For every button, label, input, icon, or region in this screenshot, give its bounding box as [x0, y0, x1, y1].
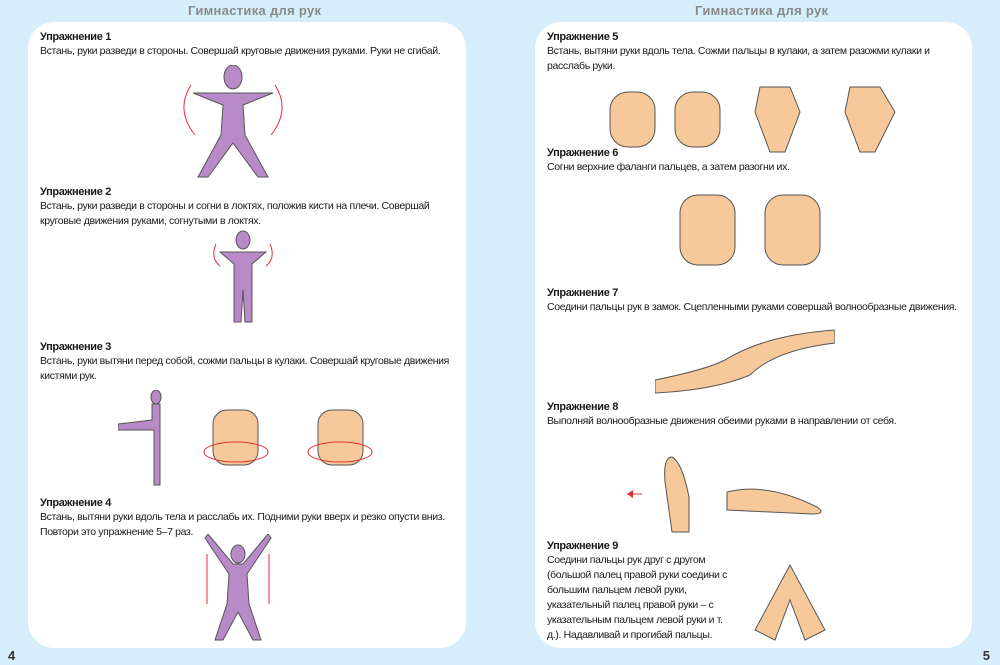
- bent-arm-circles-figure: [213, 230, 273, 323]
- exercise-text: Соедини пальцы рук в замок. Сцепленными …: [547, 301, 957, 313]
- exercise-title: Упражнение 8: [547, 401, 618, 413]
- exercise-title: Упражнение 3: [40, 341, 111, 353]
- left-page-number: 4: [8, 648, 16, 663]
- exercise-text: Встань, руки разведи в стороны. Совершай…: [40, 45, 441, 57]
- interlocked-hands: [655, 329, 835, 394]
- exercise-7: Упражнение 7 Соедини пальцы рук в замок.…: [547, 286, 967, 315]
- exercise-text: Встань, руки разведи в стороны и согни в…: [40, 200, 430, 227]
- right-page-number: 5: [982, 648, 990, 663]
- arms-up-figure: [204, 534, 272, 641]
- exercise-title: Упражнение 1: [40, 31, 111, 43]
- right-page-header: Гимнастика для рук: [695, 3, 829, 18]
- exercise-title: Упражнение 9: [547, 540, 618, 552]
- exercise-text: Согни верхние фаланги пальцев, а затем р…: [547, 161, 790, 173]
- arm-circles-figure: [183, 65, 283, 178]
- left-page-header: Гимнастика для рук: [188, 3, 322, 18]
- exercise-text: Соедини пальцы рук друг с другом (большо…: [547, 554, 728, 641]
- exercise-2: Упражнение 2 Встань, руки разведи в стор…: [40, 185, 460, 229]
- fists-and-open-hands: [609, 86, 896, 153]
- fingertips-pressed-hands: [754, 563, 826, 641]
- exercise-title: Упражнение 6: [547, 147, 618, 159]
- wave-hands: [627, 456, 822, 533]
- right-page-card: Упражнение 5 Встань, вытяни руки вдоль т…: [535, 22, 972, 648]
- exercise-3: Упражнение 3 Встань, руки вытяни перед с…: [40, 340, 460, 384]
- exercise-title: Упражнение 5: [547, 31, 618, 43]
- exercise-4: Упражнение 4 Встань, вытяни руки вдоль т…: [40, 496, 460, 540]
- exercise-text: Встань, вытяни руки вдоль тела. Сожми па…: [547, 45, 930, 72]
- exercise-6: Упражнение 6 Согни верхние фаланги пальц…: [547, 146, 967, 175]
- left-page-card: Упражнение 1 Встань, руки разведи в стор…: [28, 22, 466, 648]
- exercise-title: Упражнение 2: [40, 186, 111, 198]
- fist-circles-figure: [118, 390, 373, 486]
- exercise-text: Выполняй волнообразные движения обеими р…: [547, 415, 897, 427]
- exercise-8: Упражнение 8 Выполняй волнообразные движ…: [547, 400, 967, 429]
- bent-fingers-hands: [679, 194, 821, 266]
- exercise-text: Встань, вытяни руки вдоль тела и расслаб…: [40, 511, 445, 538]
- exercise-title: Упражнение 7: [547, 287, 618, 299]
- exercise-text: Встань, руки вытяни перед собой, сожми п…: [40, 355, 449, 382]
- exercise-5: Упражнение 5 Встань, вытяни руки вдоль т…: [547, 30, 967, 74]
- exercise-9: Упражнение 9 Соедини пальцы рук друг с д…: [547, 539, 737, 643]
- exercise-title: Упражнение 4: [40, 497, 111, 509]
- exercise-1: Упражнение 1 Встань, руки разведи в стор…: [40, 30, 460, 59]
